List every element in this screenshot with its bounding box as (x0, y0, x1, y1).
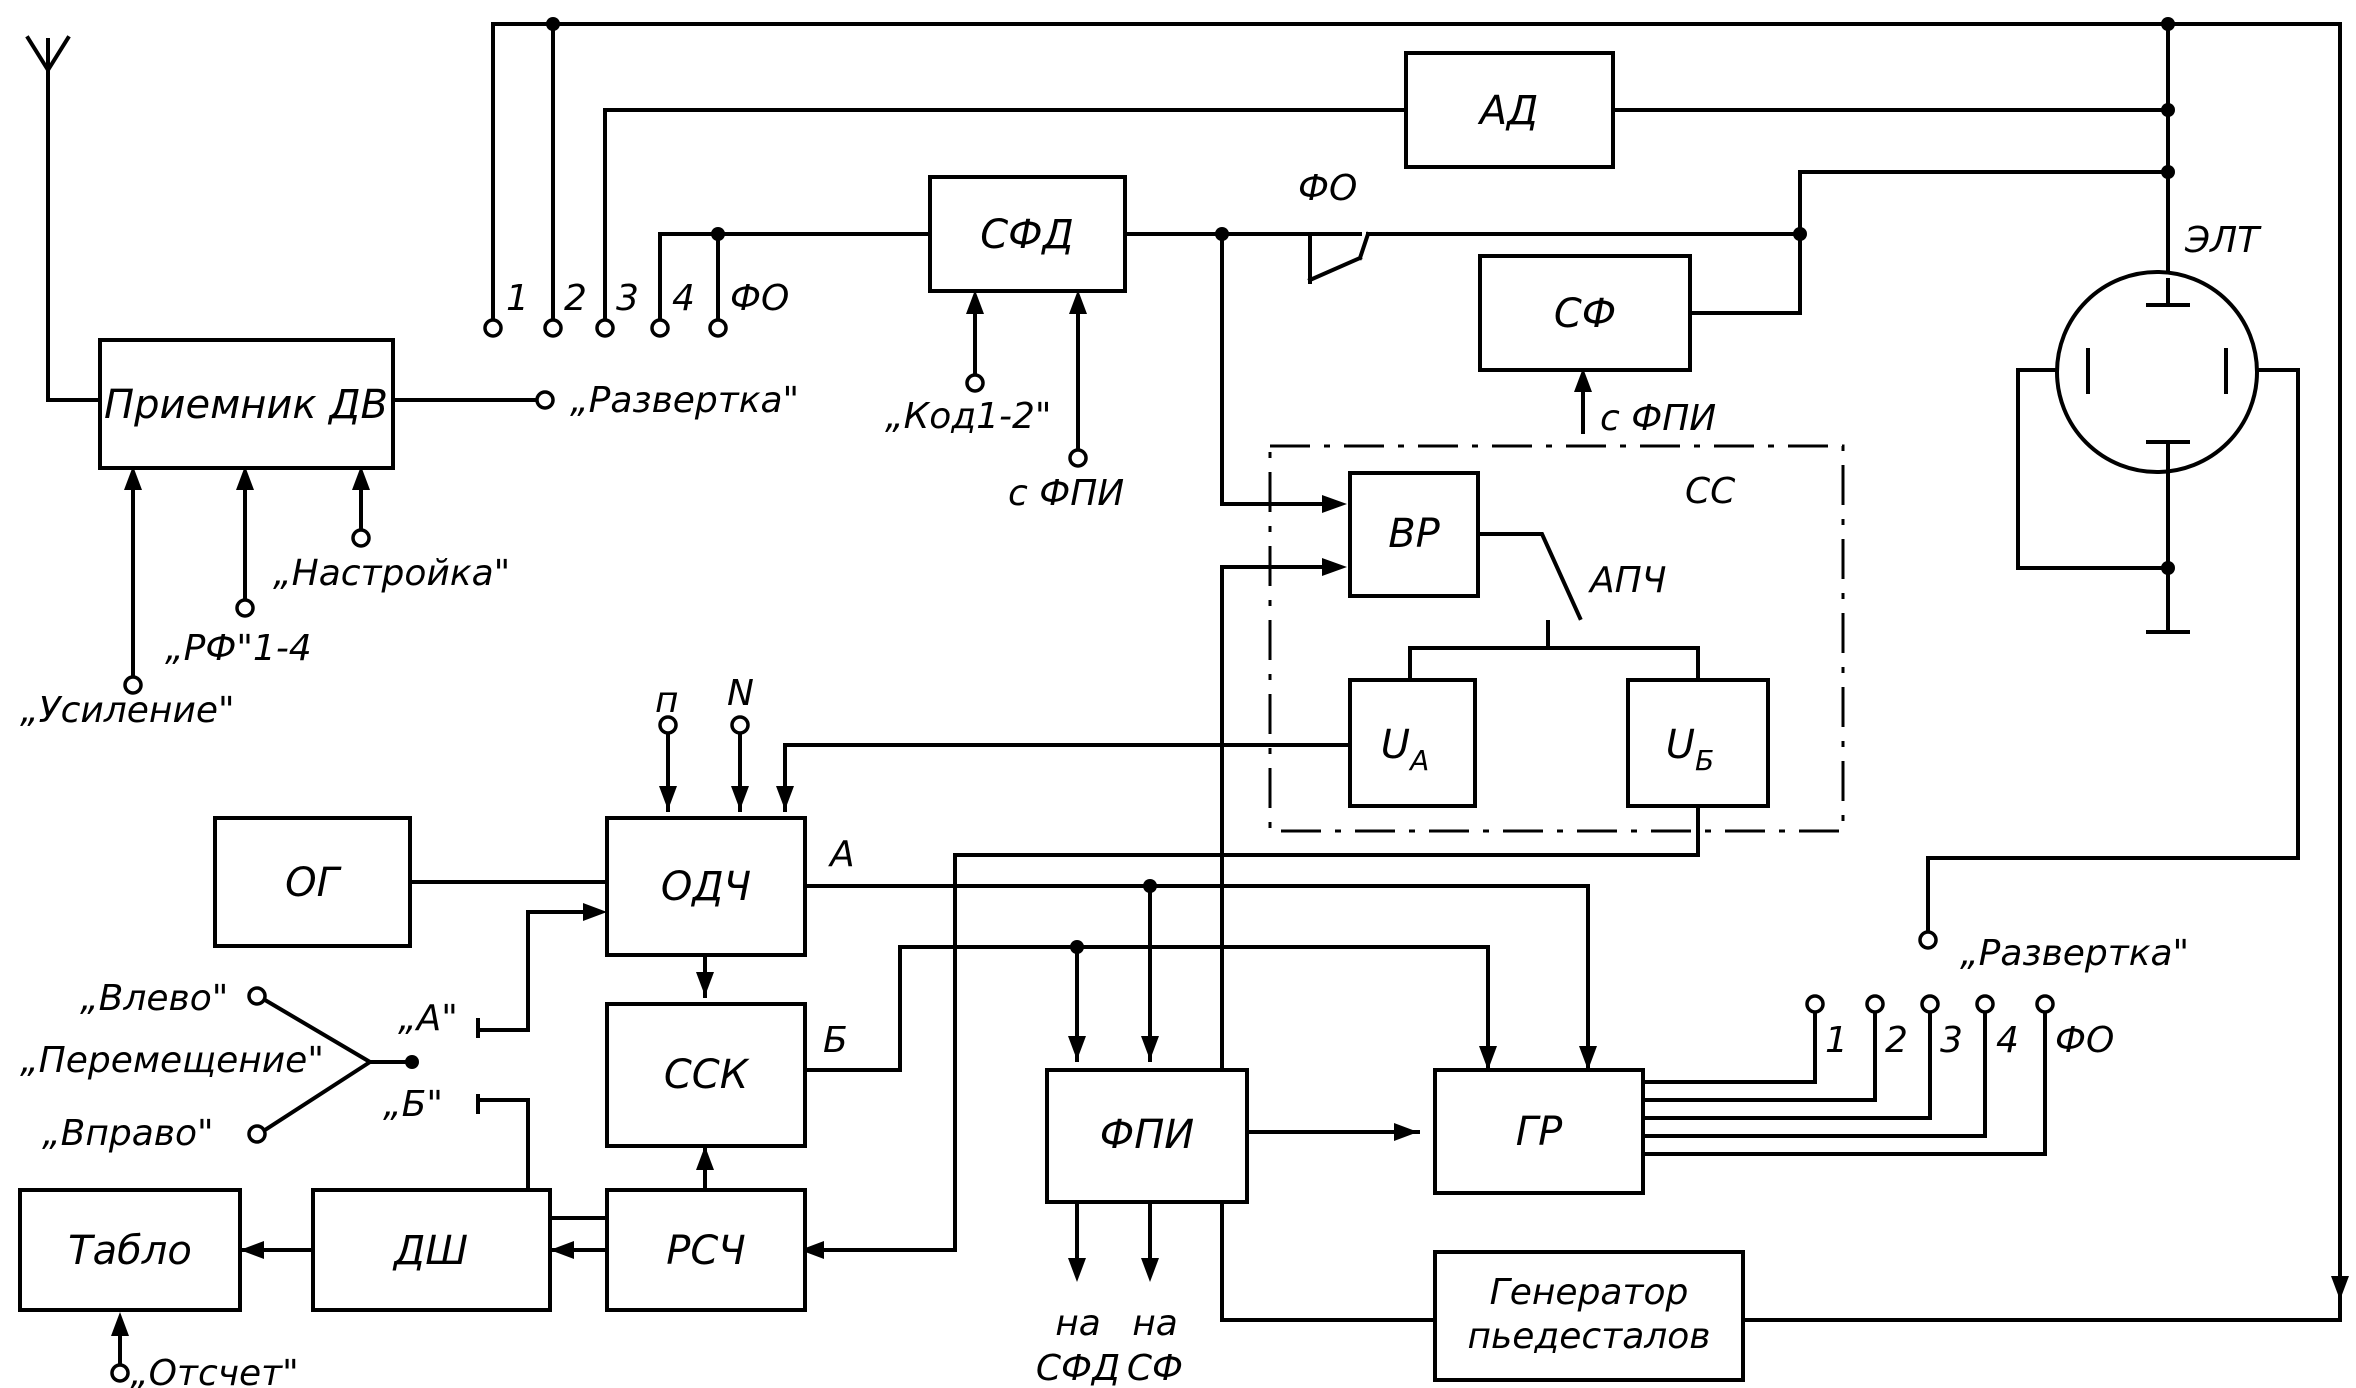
razvertka-top-label: „Развертка" (570, 380, 799, 421)
na-sf-bottom: СФ (1127, 1348, 1183, 1388)
line-b-label: Б (823, 1020, 848, 1061)
block-og: ОГ (213, 816, 412, 948)
top-terminal-3: 3 (616, 278, 639, 319)
gr-terminal-4: 4 (1996, 1020, 2019, 1061)
block-dsh-label: ДШ (392, 1228, 468, 1274)
s-fpi-sf-label: с ФПИ (1600, 398, 1716, 439)
block-ub: UБ (1626, 678, 1770, 808)
top-terminal-fo: ФО (730, 278, 789, 319)
terminals (110, 318, 2055, 1383)
razvertka-right-label: „Развертка" (1960, 933, 2189, 974)
apch-label: АПЧ (1588, 560, 1666, 601)
rf-label: „РФ"1-4 (165, 628, 312, 669)
block-tablo-label: Табло (68, 1228, 192, 1274)
ss-label: СС (1685, 471, 1736, 512)
block-odch: ОДЧ (605, 816, 807, 957)
block-ad-label: АД (1477, 88, 1539, 134)
vpravo-label: „Вправо" (42, 1113, 214, 1154)
gr-terminal-2: 2 (1885, 1020, 1908, 1061)
block-vr-label: ВР (1388, 511, 1440, 557)
gr-terminal-fo: ФО (2055, 1020, 2114, 1061)
vlevo-label: „Влево" (80, 978, 228, 1019)
block-rsch-label: РСЧ (666, 1228, 745, 1274)
pedestal-generator-line2: пьедесталов (1467, 1316, 1710, 1357)
switch-b-label: „Б" (383, 1084, 443, 1125)
block-ssk-label: ССК (664, 1052, 750, 1098)
block-sf-label: СФ (1554, 291, 1616, 337)
top-terminal-4: 4 (672, 278, 695, 319)
usilenie-label: „Усиление" (20, 690, 235, 731)
block-vr: ВР (1348, 471, 1480, 598)
block-gr: ГР (1433, 1068, 1645, 1195)
n-big-label: N (727, 673, 754, 714)
block-sfd-label: СФД (980, 212, 1074, 258)
block-fpi: ФПИ (1045, 1068, 1249, 1204)
block-sfd: СФД (928, 175, 1127, 293)
block-fpi-label: ФПИ (1100, 1112, 1194, 1158)
junction-dots (405, 17, 2175, 1069)
otschet-label: „Отсчет" (130, 1353, 299, 1388)
top-terminal-1: 1 (506, 278, 529, 319)
na-sfd-bottom: СФД (1036, 1348, 1120, 1388)
fo-switch-label: ФО (1298, 168, 1357, 209)
gr-terminal-1: 1 (1825, 1020, 1848, 1061)
block-gr-label: ГР (1516, 1109, 1563, 1155)
peremeshenie-label: „Перемещение" (20, 1040, 324, 1081)
block-ub-label: UБ (1666, 722, 1715, 777)
nastroika-label: „Настройка" (273, 553, 510, 594)
n-small-label: п (655, 680, 679, 721)
block-ad: АД (1404, 51, 1615, 169)
block-pedestal-generator: Генератор пьедесталов (1433, 1250, 1745, 1382)
elt-tube (2055, 270, 2259, 474)
pedestal-generator-line1: Генератор (1490, 1272, 1689, 1313)
arrowheads (111, 290, 2349, 1336)
block-dsh: ДШ (311, 1188, 552, 1312)
na-sf-top: на (1132, 1303, 1178, 1344)
top-terminal-2: 2 (564, 278, 587, 319)
kod-label: „Код1-2" (885, 396, 1051, 437)
s-fpi-sfd-label: с ФПИ (1008, 473, 1124, 514)
ss-frame (1268, 444, 1845, 833)
block-og-label: ОГ (285, 860, 341, 906)
block-odch-label: ОДЧ (661, 864, 751, 910)
block-receiver-label: Приемник ДВ (104, 382, 388, 428)
block-sf: СФ (1478, 254, 1692, 372)
block-ssk: ССК (605, 1002, 807, 1148)
block-ua: UА (1348, 678, 1477, 808)
na-sfd-top: на (1055, 1303, 1101, 1344)
block-receiver: Приемник ДВ (98, 338, 395, 470)
block-tablo: Табло (18, 1188, 242, 1312)
elt-label: ЭЛТ (2184, 220, 2262, 261)
switch-a-label: „А" (398, 998, 458, 1039)
block-rsch: РСЧ (605, 1188, 807, 1312)
block-ua-label: UА (1381, 722, 1429, 777)
diagram-labels: ЭЛТ СС АПЧ 1 2 3 4 ФО ФО „Развертка" „Ко… (20, 168, 2262, 1388)
line-a-label: А (828, 834, 855, 875)
gr-terminal-3: 3 (1940, 1020, 1963, 1061)
